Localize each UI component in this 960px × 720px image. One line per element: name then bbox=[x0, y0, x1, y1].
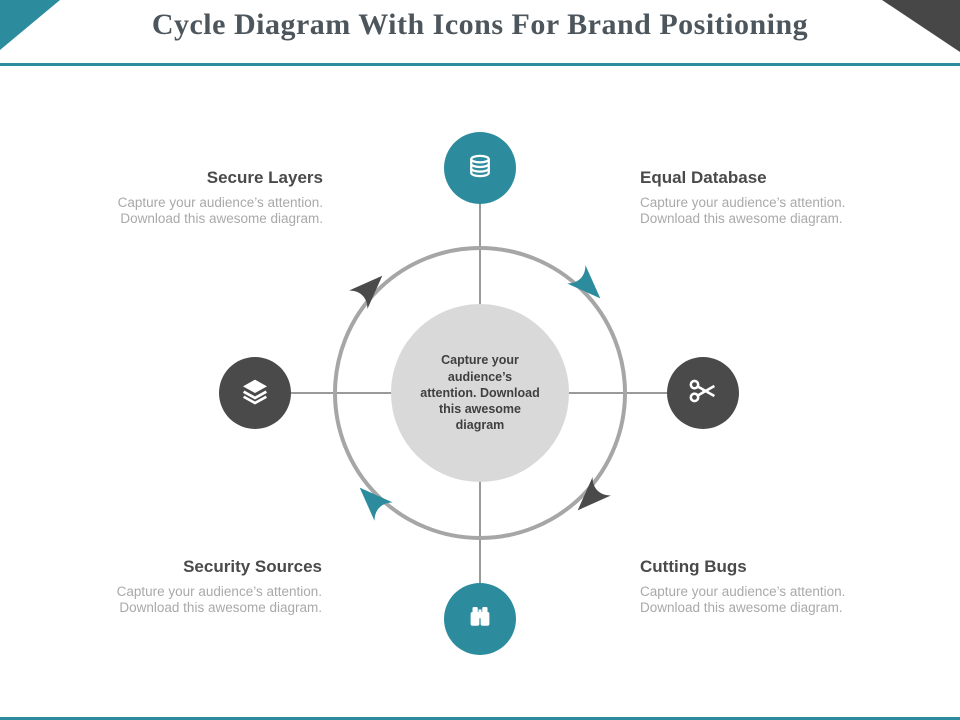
node-database bbox=[444, 132, 516, 204]
arrow-bottom-right bbox=[577, 477, 611, 511]
arrow-top-left bbox=[349, 275, 383, 309]
node-layers bbox=[219, 357, 291, 429]
section-caption: Capture your audience’s attention. Downl… bbox=[640, 584, 846, 616]
page-title: Cycle Diagram With Icons For Brand Posit… bbox=[151, 8, 809, 41]
section-security-sources: Security Sources Capture your audience’s… bbox=[72, 557, 322, 616]
layers-icon bbox=[239, 375, 271, 412]
database-icon bbox=[465, 151, 495, 186]
scissors-icon bbox=[686, 374, 720, 413]
arrow-top-right bbox=[567, 265, 601, 299]
section-heading: Equal Database bbox=[640, 168, 767, 187]
node-scissors bbox=[667, 357, 739, 429]
section-heading: Security Sources bbox=[183, 557, 322, 576]
section-heading: Cutting Bugs bbox=[640, 557, 747, 576]
section-secure-layers: Secure Layers Capture your audience’s at… bbox=[73, 168, 323, 227]
header-divider bbox=[0, 63, 960, 66]
section-cutting-bugs: Cutting Bugs Capture your audience’s att… bbox=[640, 557, 890, 616]
corner-triangle-left bbox=[0, 0, 60, 50]
section-equal-database: Equal Database Capture your audience’s a… bbox=[640, 168, 890, 227]
corner-triangle-right bbox=[882, 0, 960, 52]
bottom-accent-bar bbox=[0, 717, 960, 720]
arrow-bottom-left bbox=[359, 487, 393, 521]
node-binoculars bbox=[444, 583, 516, 655]
section-caption: Capture your audience’s attention. Downl… bbox=[640, 195, 846, 227]
binoculars-icon bbox=[465, 602, 495, 637]
section-heading: Secure Layers bbox=[206, 168, 323, 187]
center-text: Capture your audience’s attention. Downl… bbox=[420, 353, 540, 433]
cycle-ring bbox=[333, 246, 627, 540]
center-circle: Capture your audience’s attention. Downl… bbox=[391, 304, 569, 482]
section-caption: Capture your audience’s attention. Downl… bbox=[116, 584, 322, 616]
section-caption: Capture your audience’s attention. Downl… bbox=[117, 195, 323, 227]
